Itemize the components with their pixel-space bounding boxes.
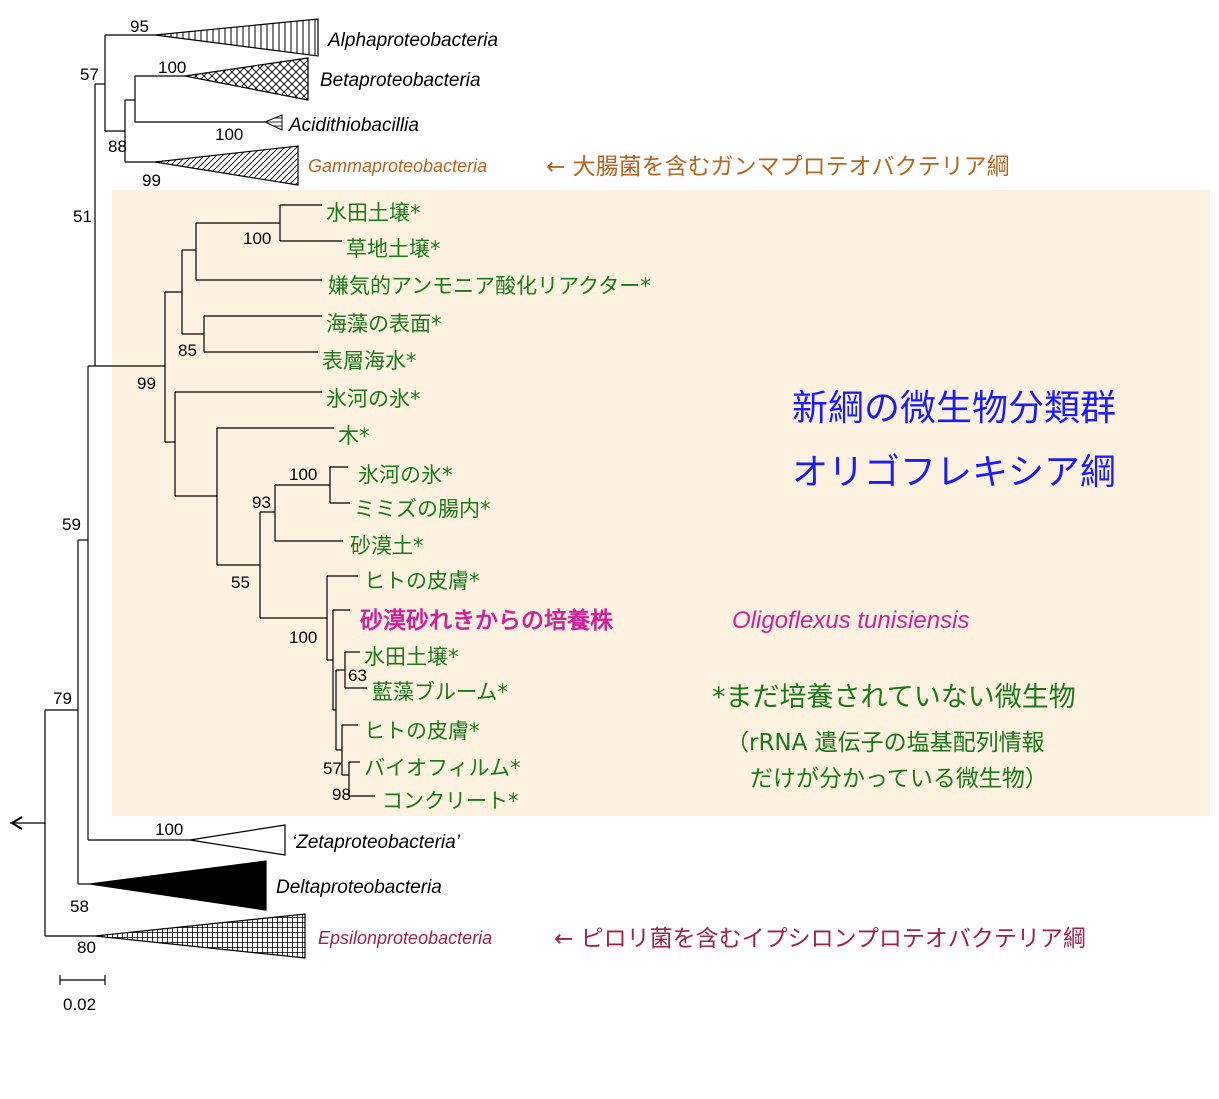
bootstrap-label: 85 — [178, 341, 197, 360]
taxon-zetaproteobacteria: ‘Zetaproteobacteria’ — [292, 832, 461, 853]
bootstrap-label: 63 — [348, 666, 367, 685]
gamma-clade-triangle — [154, 145, 299, 186]
leaf-label: 表層海水* — [322, 349, 417, 373]
bootstrap-label: 100 — [289, 628, 317, 647]
cultured-strain-label: 砂漠砂れきからの培養株 — [360, 607, 614, 634]
bootstrap-label: 88 — [108, 137, 127, 156]
gamma-annotation: ← 大腸菌を含むガンマプロテオバクテリア綱 — [546, 154, 1010, 180]
bootstrap-label: 51 — [73, 207, 92, 226]
leaf-label: 水田土壌* — [326, 201, 421, 225]
leaf-label: コンクリート* — [382, 789, 519, 813]
leaf-label: ヒトの皮膚* — [364, 719, 480, 743]
uncultured-note-line: だけが分かっている微生物） — [750, 766, 1048, 792]
bootstrap-label: 59 — [62, 515, 81, 534]
new-class-name: オリゴフレキシア綱 — [792, 452, 1116, 493]
leaf-label: ヒトの皮膚* — [364, 569, 480, 593]
uncultured-note-line: （rRNA 遺伝子の塩基配列情報 — [726, 730, 1045, 756]
root-arrow-icon — [11, 816, 23, 830]
cultured-strain-name: Oligoflexus tunisiensis — [732, 607, 969, 634]
taxon-epsilonproteobacteria: Epsilonproteobacteria — [318, 928, 492, 948]
bootstrap-label: 57 — [80, 65, 99, 84]
acidithiobacillia-clade-triangle — [263, 114, 283, 131]
epsilon-clade-triangle — [94, 913, 306, 959]
leaf-label: 嫌気的アンモニア酸化リアクター* — [328, 274, 651, 298]
leaf-label: ミミズの腸内* — [354, 497, 491, 521]
beta-clade-triangle — [184, 57, 309, 101]
scale-bar: 0.02 — [59, 975, 106, 1014]
delta-clade-triangle — [89, 860, 267, 911]
bootstrap-label: 99 — [142, 171, 161, 190]
leaf-label: 海藻の表面* — [326, 312, 442, 336]
bootstrap-label: 100 — [215, 125, 243, 144]
new-class-title: 新綱の微生物分類群 — [792, 388, 1116, 429]
bootstrap-values: 95 57 100 100 88 99 51 100 85 99 100 93 … — [53, 17, 367, 957]
bootstrap-label: 95 — [130, 17, 149, 36]
taxon-gammaproteobacteria: Gammaproteobacteria — [308, 156, 487, 176]
taxon-acidithiobacillia: Acidithiobacillia — [288, 115, 419, 136]
bootstrap-label: 57 — [323, 759, 342, 778]
bootstrap-label: 99 — [137, 374, 156, 393]
uncultured-note-title: *まだ培養されていない微生物 — [712, 682, 1076, 713]
leaf-label: 草地土壌* — [346, 237, 441, 261]
taxon-betaproteobacteria: Betaproteobacteria — [320, 70, 481, 91]
oligoflexia-highlight-box — [112, 190, 1210, 816]
tree-branches — [10, 34, 375, 937]
bootstrap-label: 100 — [243, 229, 271, 248]
taxon-alphaproteobacteria: Alphaproteobacteria — [327, 30, 498, 51]
leaf-label: 藍藻ブルーム* — [372, 680, 508, 704]
oligoflexia-leaves: 水田土壌* 草地土壌* 嫌気的アンモニア酸化リアクター* 海藻の表面* 表層海水… — [322, 201, 651, 813]
taxon-deltaproteobacteria: Deltaproteobacteria — [276, 877, 442, 898]
leaf-label: 氷河の氷* — [358, 463, 453, 487]
bootstrap-label: 100 — [158, 58, 186, 77]
leaf-label: 木* — [338, 424, 370, 448]
leaf-label: 水田土壌* — [364, 645, 459, 669]
bootstrap-label: 100 — [155, 820, 183, 839]
alpha-clade-triangle — [154, 18, 319, 57]
bootstrap-label: 100 — [289, 465, 317, 484]
leaf-label: バイオフィルム* — [364, 756, 521, 780]
bootstrap-label: 80 — [77, 938, 96, 957]
leaf-label: 氷河の氷* — [326, 387, 421, 411]
scale-bar-label: 0.02 — [63, 995, 96, 1014]
bootstrap-label: 79 — [53, 689, 72, 708]
epsilon-annotation: ← ピロリ菌を含むイプシロンプロテオバクテリア綱 — [554, 926, 1086, 952]
zeta-clade-triangle — [189, 824, 286, 856]
leaf-label: 砂漠土* — [350, 534, 424, 558]
bootstrap-label: 93 — [252, 493, 271, 512]
bootstrap-label: 98 — [332, 785, 351, 804]
bootstrap-label: 58 — [70, 897, 89, 916]
bootstrap-label: 55 — [231, 573, 250, 592]
